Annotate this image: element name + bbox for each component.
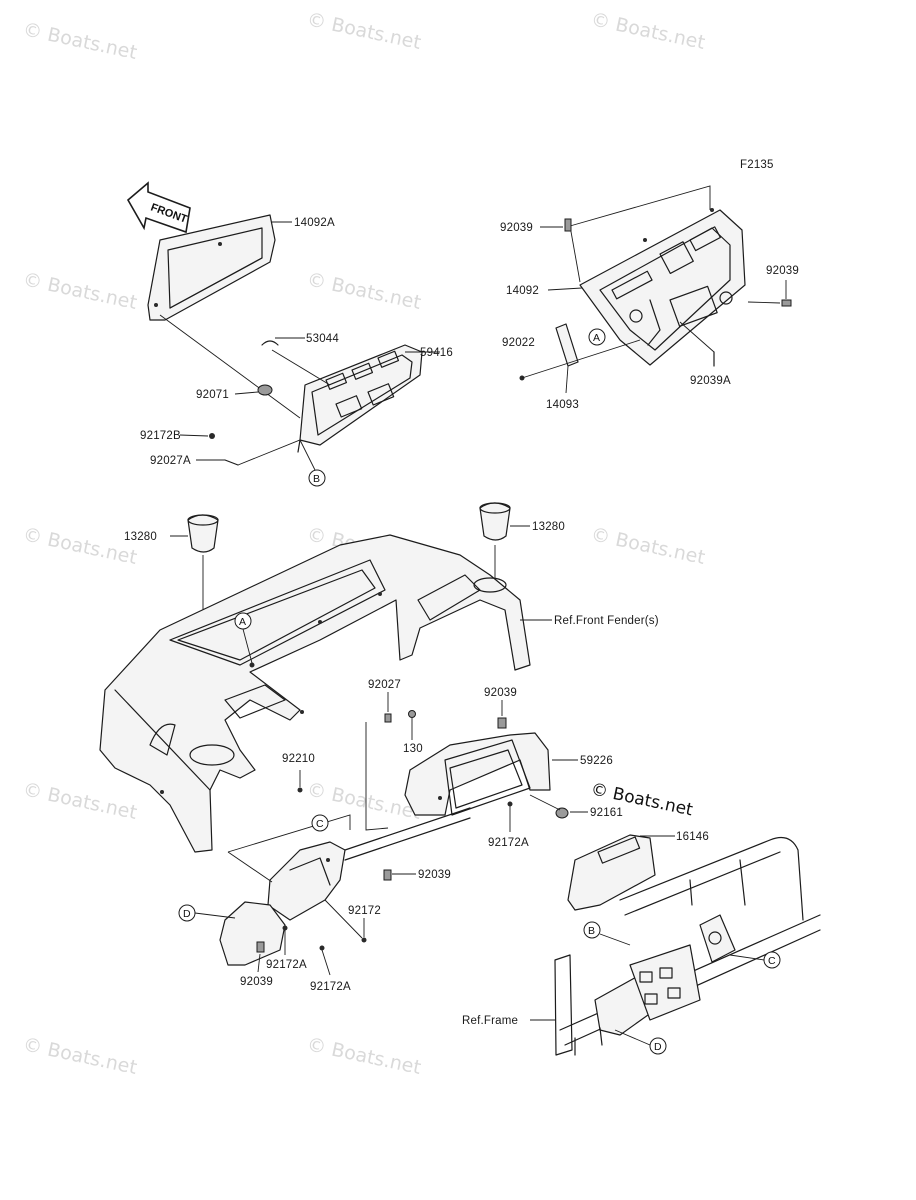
bolt-130 [408,710,416,718]
part-label-92039-right: 92039 [766,265,799,277]
watermark: © Boats.net [305,268,423,314]
part-label-92039-top: 92039 [500,222,533,234]
part-label-53044: 53044 [306,333,339,345]
part-label-92172B: 92172B [140,430,181,442]
watermark: © Boats.net [21,268,139,314]
watermark: © Boats.net [21,18,139,64]
cup-holder-13280-left [187,514,219,553]
part-label-14092: 14092 [506,285,539,297]
callout-d: D [649,1037,667,1055]
glove-box-59226 [404,732,551,816]
part-label-92039A: 92039A [690,375,731,387]
callout-d: D [178,904,196,922]
vehicle-frame [554,837,821,1056]
part-label-92210: 92210 [282,753,315,765]
svg-text:C: C [316,818,324,830]
callout-b: B [308,469,326,487]
part-label-92039-bottom: 92039 [240,976,273,988]
diagram-code: F2135 [740,159,774,171]
cup-holder-13280-right [479,502,511,541]
screw-92172A-mid [507,801,513,807]
svg-text:C: C [768,955,776,967]
connector-53044 [261,340,279,346]
part-label-92172A-mid: 92172A [488,837,529,849]
lower-cover-assembly [219,807,471,966]
part-label-59226: 59226 [580,755,613,767]
watermark: © Boats.net [589,523,707,569]
front-arrow-icon: FRONT [126,181,191,234]
reference-front-fender: Ref.Front Fender(s) [554,615,659,627]
part-label-92172: 92172 [348,905,381,917]
part-label-130: 130 [403,743,423,755]
watermark: © Boats.net [305,8,423,54]
part-label-92022: 92022 [502,337,535,349]
part-label-16146: 16146 [676,831,709,843]
callout-c: C [763,951,781,969]
part-label-92027: 92027 [368,679,401,691]
reference-frame: Ref.Frame [462,1015,518,1027]
watermark: © Boats.net [305,1033,423,1079]
screw-92172A-b [319,945,325,951]
part-label-92172A-b: 92172A [310,981,351,993]
part-label-92027A: 92027A [150,455,191,467]
screw-92039-low [383,869,392,881]
svg-text:A: A [239,616,246,628]
screw-92039-bottom [256,941,265,953]
callout-a: A [234,612,252,630]
screw-92172 [361,937,367,943]
part-label-13280-right: 13280 [532,521,565,533]
part-label-14093: 14093 [546,399,579,411]
svg-text:D: D [183,908,191,920]
watermark: © Boats.net [589,8,707,54]
part-label-92071: 92071 [196,389,229,401]
part-label-13280-left: 13280 [124,531,157,543]
screw-92039-mid [497,717,507,729]
screw-92172A-a [282,925,288,931]
part-label-92039-mid: 92039 [484,687,517,699]
screw-92039-right [781,299,792,307]
svg-text:A: A [593,332,600,344]
screw-92172B [209,433,215,439]
svg-text:B: B [313,473,320,485]
lid-16146 [567,834,656,911]
watermark: © Boats.net [21,778,139,824]
watermark: © Boats.net [21,1033,139,1079]
bracket-frame-14092A [147,214,276,321]
grommet-92071 [257,384,273,396]
svg-text:B: B [588,925,595,937]
screw-92039-top [564,218,572,232]
meter-unit-59416 [297,344,423,453]
grommet-92161 [555,807,569,819]
part-label-92172A-a: 92172A [266,959,307,971]
part-label-92039-low: 92039 [418,869,451,881]
svg-text:D: D [654,1041,662,1053]
callout-b: B [583,921,601,939]
callout-c: C [311,814,329,832]
trim-strip-14093 [555,323,579,367]
callout-a: A [588,328,606,346]
watermark: © Boats.net [21,523,139,569]
part-label-14092A: 14092A [294,217,335,229]
clip-92027A [224,459,239,466]
dashboard-panel [99,534,531,853]
part-label-92161: 92161 [590,807,623,819]
clip-92210 [297,787,303,793]
part-label-59416: 59416 [420,347,453,359]
nut-92027 [384,713,392,723]
meter-bezel-14092 [579,209,746,366]
